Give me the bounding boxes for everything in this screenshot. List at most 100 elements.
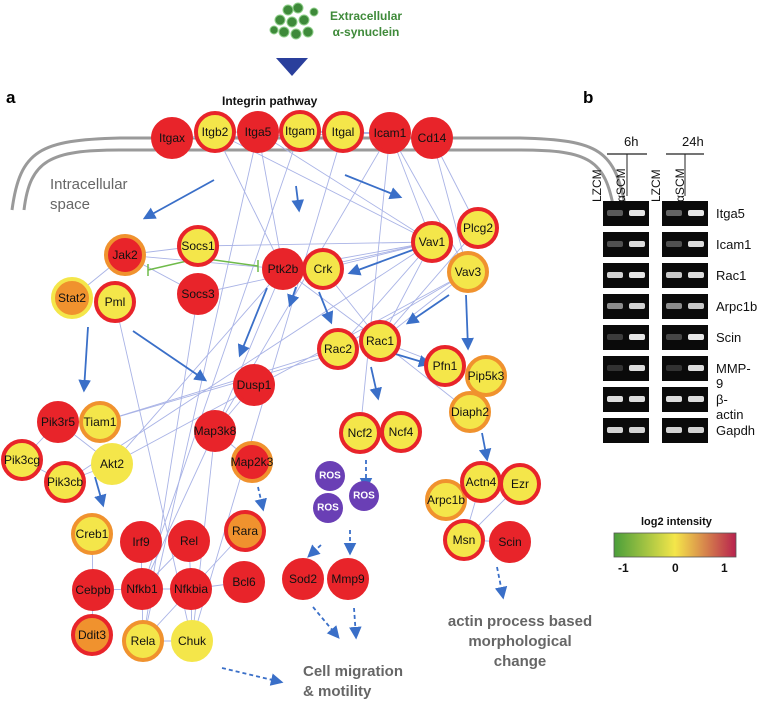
ros-circle [315,461,345,491]
gel-band [688,303,704,309]
pathway-arrow-5 [347,247,419,276]
node-label: Ncf4 [389,425,414,439]
node-label: Pml [105,295,126,309]
node-label: Vav3 [455,265,482,279]
node-circle [94,281,136,323]
node-circle [359,320,401,362]
node-itga5: Itga5 [237,111,279,153]
time-label-24h: 24h [682,134,704,149]
node-circle [168,520,210,562]
gel-band [666,272,682,278]
edge-rac2-vav1 [337,241,433,350]
pathway-arrow-20 [312,606,340,639]
node-chuk: Chuk [171,620,213,662]
pathway-arrow-3 [78,326,91,393]
node-rel: Rel [168,520,210,562]
node-label: Mmp9 [331,572,365,586]
lane-label-lzcm-24h: LZCM [649,169,663,202]
gel-band [607,241,623,247]
node-cebpb: Cebpb [72,569,114,611]
node-socs1: Socs1 [177,225,219,267]
node-cd14: Cd14 [411,117,453,159]
node-creb1: Creb1 [71,513,113,555]
edge-vav3-akt2 [111,271,469,465]
gel-band [666,334,682,340]
scale-max: 1 [721,561,728,575]
ros-node: ROS [315,461,345,491]
actin-line2: morphological [468,633,572,650]
node-circle [122,620,164,662]
node-label: Plcg2 [463,221,493,235]
pathway-arrow-4 [132,330,208,382]
node-circle [327,558,369,600]
node-label: Bcl6 [232,575,256,589]
scale-mid: 0 [672,561,679,575]
actin-line3: change [493,653,547,670]
node-label: Ezr [511,477,529,491]
gel-band [629,210,645,216]
node-akt2: Akt2 [91,443,133,485]
node-circle [224,510,266,552]
node-sod2: Sod2 [282,558,324,600]
node-label: Nfkb1 [126,582,158,596]
edge-itga5-vav1 [257,131,433,243]
node-label: Pfn1 [433,359,458,373]
gel-band [629,303,645,309]
pathway-arrow-10 [461,294,474,351]
gel-band [666,241,682,247]
node-circle [411,117,453,159]
node-msn: Msn [443,519,485,561]
gel-band [629,365,645,371]
node-circle [79,401,121,443]
gel-band [666,303,682,309]
node-circle [465,355,507,397]
node-circle [322,111,364,153]
node-label: Diaph2 [451,405,489,419]
ros-label: ROS [319,471,341,482]
node-circle [279,110,321,152]
gel-row-label: Gapdh [716,423,756,438]
pathway-arrow-11 [391,352,432,368]
node-circle [499,463,541,505]
node-circle [72,569,114,611]
node-pik3cb: Pik3cb [44,461,86,503]
node-stat2: Stat2 [51,277,93,319]
time-label-6h: 6h [624,134,639,149]
node-dusp1: Dusp1 [233,364,275,406]
ros-circle [313,493,343,523]
edge-itgb2-ptk2b [214,131,284,270]
node-rac2: Rac2 [317,328,359,370]
node-nfkbia: Nfkbia [170,568,212,610]
intracellular-line1: Intracellular [50,176,128,193]
gel-band [666,365,682,371]
pathway-arrow-1 [291,185,305,213]
gel-band [688,241,704,247]
node-rara: Rara [224,510,266,552]
scale-min: -1 [618,561,629,575]
node-circle [194,111,236,153]
node-label: Rac1 [366,334,394,348]
node-circle [151,117,193,159]
node-circle [425,479,467,521]
edge-vav1-pik3cb [64,241,433,483]
node-actn4: Actn4 [460,461,502,503]
node-circle [380,411,422,453]
color-scale-bar [613,532,737,558]
pathway-arrow-22 [494,566,508,600]
node-itgam: Itgam [279,110,321,152]
lane-label-ascm-6h: αSCM [614,168,628,202]
node-label: Msn [453,533,476,547]
gel-row-label: Scin [716,330,742,345]
node-rac1: Rac1 [359,320,401,362]
pathway-arrow-9 [405,294,450,325]
pathway-arrow-2 [344,174,403,200]
node-label: Socs1 [181,239,215,253]
node-tiam1: Tiam1 [79,401,121,443]
pathway-arrow-7 [318,291,334,325]
node-label: Chuk [178,634,207,648]
node-crk: Crk [302,248,344,290]
integrin-pathway-title: Integrin pathway [222,94,318,108]
